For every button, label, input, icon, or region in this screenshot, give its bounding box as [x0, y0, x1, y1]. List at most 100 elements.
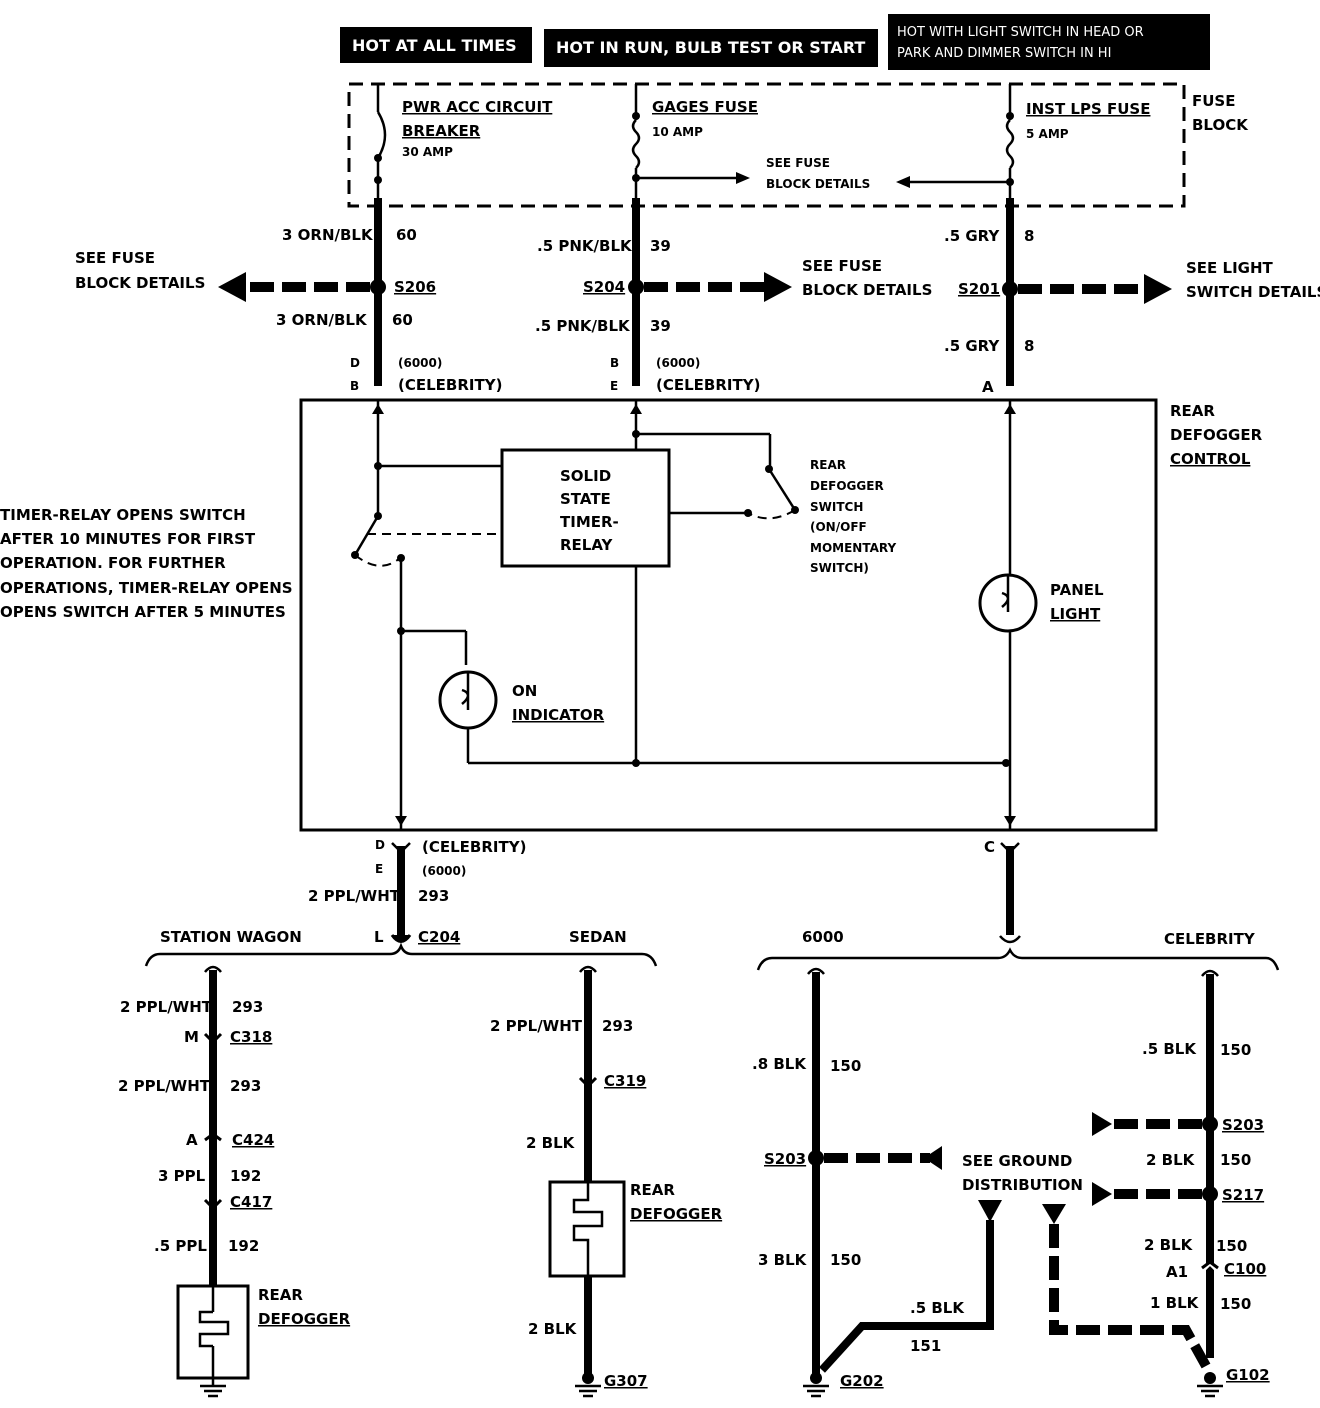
g102-node [1204, 1372, 1216, 1384]
ppl-main-num: 293 [418, 887, 449, 905]
left-ref-1: SEE FUSE [75, 249, 155, 267]
note-line2: AFTER 10 MINUTES FOR FIRST [0, 530, 256, 548]
g202-node [810, 1372, 822, 1384]
c319-label: C319 [604, 1072, 646, 1090]
switch-label-1: REAR [810, 458, 846, 472]
celeb-w2n: 150 [1220, 1151, 1251, 1169]
celebrity-circuit: .5 BLK 150 S203 2 BLK 150 S217 2 BLK 150… [1042, 969, 1270, 1398]
control-title-3: CONTROL [1170, 450, 1251, 468]
breaker-symbol [376, 111, 387, 159]
out-d-label: D [375, 838, 385, 852]
relay-label-1: SOLID [560, 467, 611, 485]
ground-see-2: DISTRIBUTION [962, 1176, 1083, 1194]
sedan-circuit: 2 PPL/WHT 293 C319 2 BLK REAR DEFOGGER 2… [490, 965, 723, 1398]
header-lights-line1: HOT WITH LIGHT SWITCH IN HEAD OR [897, 25, 1144, 40]
gages-fuse-symbol [631, 119, 641, 169]
out-c-label: C [984, 838, 995, 856]
celeb-s217-arrowhead [1092, 1182, 1112, 1206]
wagon-w4: .5 PPL [154, 1237, 207, 1255]
out-l-label: L [374, 928, 384, 946]
sedan-top-cap [579, 965, 597, 973]
pnk-bot-label: .5 PNK/BLK [535, 317, 631, 335]
output-connectors: D E (CELEBRITY) (6000) 2 PPL/WHT 293 L C… [308, 838, 1021, 946]
wagon-w2n: 293 [230, 1077, 261, 1095]
fuse-block-label-2: BLOCK [1192, 116, 1249, 134]
g102-label: G102 [1226, 1366, 1270, 1384]
gry-top-label: .5 GRY [944, 227, 1000, 245]
wagon-w1n: 293 [232, 998, 263, 1016]
on-label-2: INDICATOR [512, 706, 605, 724]
gages-label: GAGES FUSE [652, 98, 758, 116]
right-ref-1: SEE LIGHT [1186, 259, 1274, 277]
switch-label-6: SWITCH) [810, 561, 869, 575]
relay-label-3: TIMER- [560, 513, 619, 531]
conn-celeb-2: (CELEBRITY) [656, 376, 760, 394]
pnk-top-num: 39 [650, 237, 671, 255]
celeb-w1n: 150 [1220, 1041, 1251, 1059]
relay-switch-blade [353, 515, 380, 556]
m6000-w1n: 150 [830, 1057, 861, 1075]
c417-connector [203, 1198, 223, 1211]
celeb-s217-label: S217 [1222, 1186, 1264, 1204]
wagon-def-2: DEFOGGER [258, 1310, 351, 1328]
celeb-s203-label: S203 [1222, 1116, 1264, 1134]
sedan-w2: 2 BLK [526, 1134, 576, 1152]
s204-arrowhead [764, 272, 792, 302]
timer-relay-box [500, 448, 671, 568]
switch-label-3: SWITCH [810, 500, 863, 514]
sedan-w3: 2 BLK [528, 1320, 578, 1338]
ground-distribution-ref: SEE GROUND DISTRIBUTION [962, 1152, 1083, 1194]
ppl-main-label: 2 PPL/WHT [308, 887, 401, 905]
c318-connector [203, 1032, 223, 1045]
m6000-w2: 3 BLK [758, 1251, 808, 1269]
sedan-w1n: 293 [602, 1017, 633, 1035]
gages-node-top [632, 112, 640, 120]
switch-label-2: DEFOGGER [810, 479, 884, 493]
celeb-w4: 1 BLK [1150, 1294, 1200, 1312]
conn-b2-label: B [610, 356, 619, 370]
splice-s201 [1002, 281, 1018, 297]
breaker-label-1: PWR ACC CIRCUIT [402, 98, 553, 116]
pnk-bot-num: 39 [650, 317, 671, 335]
header-run: HOT IN RUN, BULB TEST OR START [556, 38, 865, 57]
conn-celeb-1: (CELEBRITY) [398, 376, 502, 394]
fuse-block: FUSE BLOCK PWR ACC CIRCUIT BREAKER 30 AM… [347, 82, 1249, 208]
celeb-splice-s203 [1202, 1116, 1218, 1132]
m6000-w1: .8 BLK [752, 1055, 807, 1073]
celeb-w4n: 150 [1220, 1295, 1251, 1313]
orn-bot-num: 60 [392, 311, 413, 329]
splice-s204 [628, 279, 644, 295]
out-e-label: E [375, 862, 383, 876]
conn-e-label: E [610, 379, 618, 393]
c100-connector-gap [1200, 1261, 1220, 1274]
inst-amp: 5 AMP [1026, 127, 1069, 141]
panel-label-1: PANEL [1050, 581, 1104, 599]
s204-label: S204 [583, 278, 625, 296]
m6000-151-arrowhead [978, 1200, 1002, 1222]
inst-fuse-symbol [1005, 119, 1015, 169]
s201-arrowhead [1144, 274, 1172, 304]
header-always-box [340, 27, 532, 63]
control-box-outline [299, 398, 1158, 832]
wagon-grid-element [198, 1310, 230, 1348]
m6000-splice-s203 [808, 1150, 824, 1166]
m6000-151-wire [819, 1220, 994, 1373]
wagon-a: A [186, 1131, 198, 1149]
gages-amp: 10 AMP [652, 125, 703, 139]
out-celeb-label: (CELEBRITY) [422, 838, 526, 856]
orn-bot-label: 3 ORN/BLK [276, 311, 368, 329]
mid-ref-1: SEE FUSE [802, 257, 882, 275]
wagon-top-cap [204, 965, 222, 973]
wagon-w3: 3 PPL [158, 1167, 206, 1185]
on-indicator-filament [461, 672, 470, 710]
m6000-top-cap [807, 967, 825, 975]
breaker-label-2: BREAKER [402, 122, 481, 140]
panel-return-arrowhead [1004, 816, 1016, 826]
c100-connector [1201, 1260, 1219, 1270]
brace-lines: STATION WAGON SEDAN 6000 CELEBRITY [144, 928, 1280, 971]
wagon-w3n: 192 [230, 1167, 261, 1185]
wagon-def-1: REAR [258, 1286, 303, 1304]
breaker-amp: 30 AMP [402, 145, 453, 159]
relay-label-2: STATE [560, 490, 611, 508]
